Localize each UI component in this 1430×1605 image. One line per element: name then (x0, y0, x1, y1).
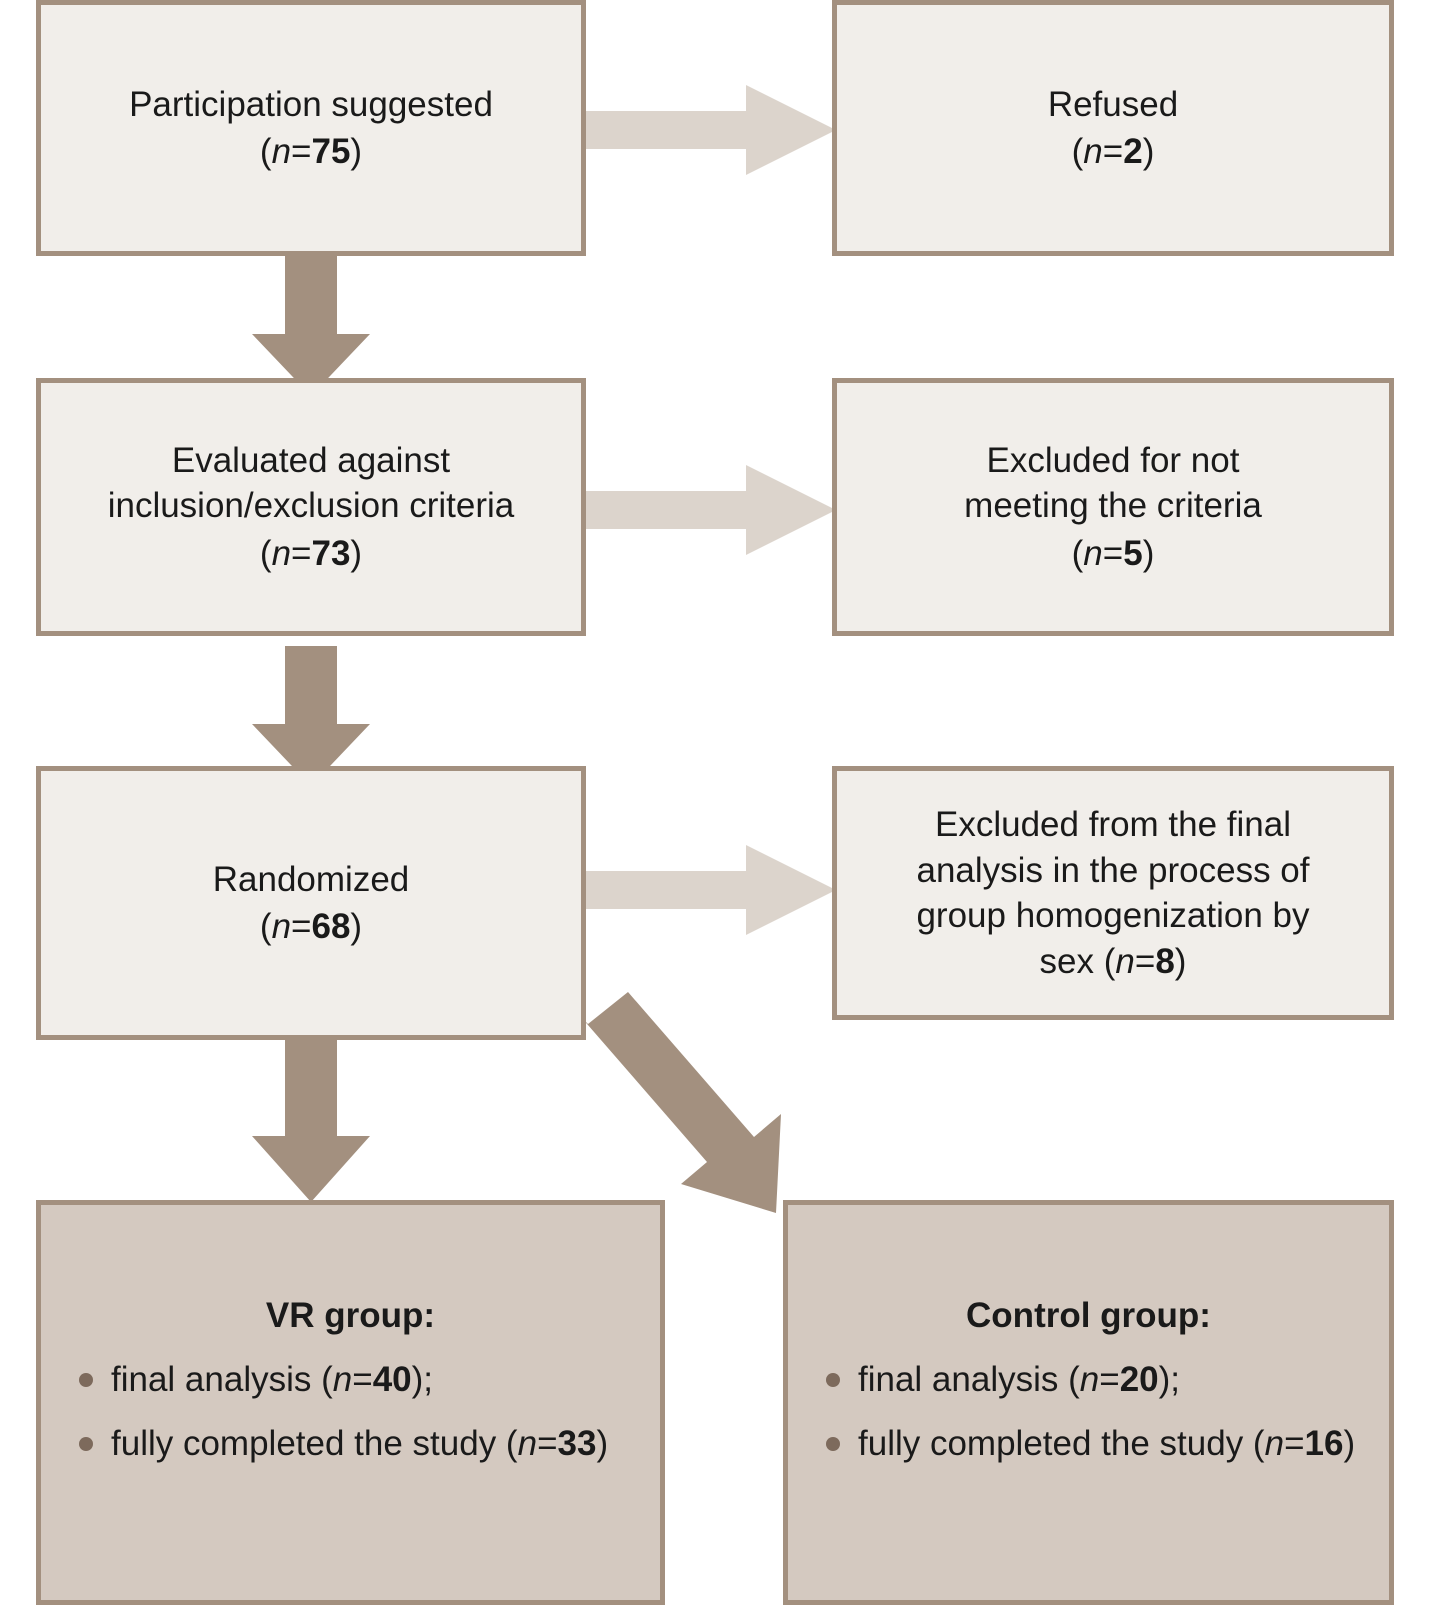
list-item: final analysis (n=20); (826, 1357, 1367, 1404)
vr-bullet-1-eq: = (352, 1359, 373, 1399)
refused-count-open: ( (1071, 132, 1084, 171)
evaluated-count-value: 73 (311, 533, 351, 573)
excluded-criteria-label-line2: meeting the criteria (964, 486, 1262, 526)
participation-label: Participation suggested (129, 84, 493, 124)
control-bullet-2-value: 16 (1304, 1424, 1344, 1464)
randomized-count-value: 68 (311, 907, 351, 946)
node-excluded-group-homogenization[interactable]: Excluded from the final analysis in the … (832, 766, 1394, 1020)
evaluated-count-var: n (271, 533, 292, 573)
evaluated-label-line1: Evaluated against (171, 440, 451, 480)
list-item: fully completed the study (n=33) (79, 1421, 638, 1468)
node-randomized[interactable]: Randomized (n=68) (36, 766, 586, 1040)
excluded-criteria-count-close: ) (1142, 533, 1155, 573)
refused-count-var: n (1083, 132, 1103, 171)
control-bullet-1-post: ); (1158, 1359, 1181, 1399)
excluded-criteria-count-value: 5 (1123, 533, 1143, 573)
control-group-bullet-2-text: fully completed the study (n=16) (858, 1421, 1367, 1468)
control-bullet-2-pre: fully completed the study ( (858, 1424, 1265, 1464)
vr-group-bullet-list: final analysis (n=40); fully completed t… (41, 1357, 660, 1487)
vr-bullet-1-pre: final analysis ( (111, 1359, 333, 1399)
randomized-count-var: n (271, 907, 292, 946)
evaluated-count: (n=73) (260, 531, 362, 577)
bullet-dot-icon (79, 1372, 93, 1387)
vr-group-title: VR group: (265, 1296, 436, 1335)
bullet-dot-icon (826, 1372, 840, 1387)
control-bullet-1-eq: = (1099, 1359, 1120, 1399)
control-bullet-2-var: n (1264, 1424, 1285, 1464)
arrow-randomized-to-excluded-homogenization (586, 845, 836, 935)
node-evaluated-against-criteria[interactable]: Evaluated against inclusion/exclusion cr… (36, 378, 586, 636)
excluded-homogenization-sex-pre: sex ( (1039, 941, 1116, 981)
participation-count-close: ) (350, 132, 363, 171)
vr-bullet-1-post: ); (411, 1359, 434, 1399)
control-bullet-2-eq: = (1284, 1424, 1305, 1464)
evaluated-count-open: ( (259, 533, 272, 573)
bullet-dot-icon (79, 1437, 93, 1452)
control-group-title: Control group: (966, 1296, 1211, 1335)
randomized-count-close: ) (350, 907, 363, 946)
randomized-label: Randomized (212, 859, 410, 899)
list-item: final analysis (n=40); (79, 1357, 638, 1404)
vr-group-bullet-2-text: fully completed the study (n=33) (111, 1421, 638, 1468)
excluded-homogenization-count-var: n (1115, 941, 1135, 981)
refused-count-value: 2 (1123, 132, 1143, 171)
vr-bullet-2-pre: fully completed the study ( (111, 1424, 518, 1464)
excluded-criteria-count: (n=5) (1072, 531, 1155, 577)
arrow-participation-to-evaluated (252, 256, 370, 396)
node-participation-suggested[interactable]: Participation suggested (n=75) (36, 0, 586, 256)
node-refused[interactable]: Refused (n=2) (832, 0, 1394, 256)
excluded-homogenization-count-value: 8 (1155, 941, 1175, 981)
vr-bullet-2-eq: = (537, 1424, 558, 1464)
control-bullet-1-pre: final analysis ( (858, 1359, 1080, 1399)
arrow-participation-to-refused (586, 85, 836, 175)
excluded-criteria-label-line1: Excluded for not (986, 440, 1240, 480)
participation-count: (n=75) (260, 129, 362, 175)
randomized-count-open: ( (259, 907, 272, 946)
control-group-bullet-1-text: final analysis (n=20); (858, 1357, 1367, 1404)
refused-count-eq: = (1102, 132, 1124, 171)
vr-bullet-1-value: 40 (372, 1359, 412, 1399)
participation-count-var: n (271, 132, 292, 171)
arrow-evaluated-to-excluded-criteria (586, 465, 836, 555)
excluded-homogenization-count-eq: = (1134, 941, 1156, 981)
arrow-randomized-to-vr-group (252, 1040, 370, 1202)
node-vr-group[interactable]: VR group: final analysis (n=40); fully c… (36, 1200, 665, 1605)
excluded-homogenization-label-line2: analysis in the process of (916, 850, 1310, 890)
refused-count-close: ) (1142, 132, 1155, 171)
control-bullet-1-var: n (1079, 1359, 1100, 1399)
arrow-randomized-to-control-group (570, 992, 790, 1213)
excluded-criteria-count-eq: = (1102, 533, 1124, 573)
excluded-criteria-count-open: ( (1071, 533, 1084, 573)
arrow-evaluated-to-randomized (252, 646, 370, 786)
refused-label: Refused (1047, 84, 1179, 124)
randomized-count-eq: = (291, 907, 312, 946)
excluded-criteria-count-var: n (1083, 533, 1103, 573)
participation-count-eq: = (291, 132, 312, 171)
vr-bullet-1-var: n (332, 1359, 353, 1399)
refused-count: (n=2) (1072, 129, 1155, 175)
node-control-group[interactable]: Control group: final analysis (n=20); fu… (783, 1200, 1394, 1605)
evaluated-count-eq: = (291, 533, 312, 573)
evaluated-label-line2: inclusion/exclusion criteria (107, 486, 515, 526)
control-bullet-1-value: 20 (1119, 1359, 1159, 1399)
vr-bullet-2-value: 33 (557, 1424, 597, 1464)
bullet-dot-icon (826, 1437, 840, 1452)
excluded-homogenization-label-line3: group homogenization by (916, 896, 1310, 935)
excluded-homogenization-count-close: ) (1174, 941, 1187, 981)
list-item: fully completed the study (n=16) (826, 1421, 1367, 1468)
excluded-homogenization-label-line4: sex (n=8) (1040, 939, 1187, 985)
randomized-count: (n=68) (260, 904, 362, 950)
vr-group-bullet-1-text: final analysis (n=40); (111, 1357, 638, 1404)
vr-bullet-2-var: n (517, 1424, 538, 1464)
evaluated-count-close: ) (350, 533, 363, 573)
vr-bullet-2-post: ) (596, 1424, 609, 1464)
participation-count-value: 75 (311, 132, 351, 171)
control-group-bullet-list: final analysis (n=20); fully completed t… (788, 1357, 1389, 1487)
control-bullet-2-post: ) (1343, 1424, 1356, 1464)
participation-count-open: ( (259, 132, 272, 171)
node-excluded-for-not-meeting-criteria[interactable]: Excluded for not meeting the criteria (n… (832, 378, 1394, 636)
excluded-homogenization-label-line1: Excluded from the final (934, 805, 1291, 844)
